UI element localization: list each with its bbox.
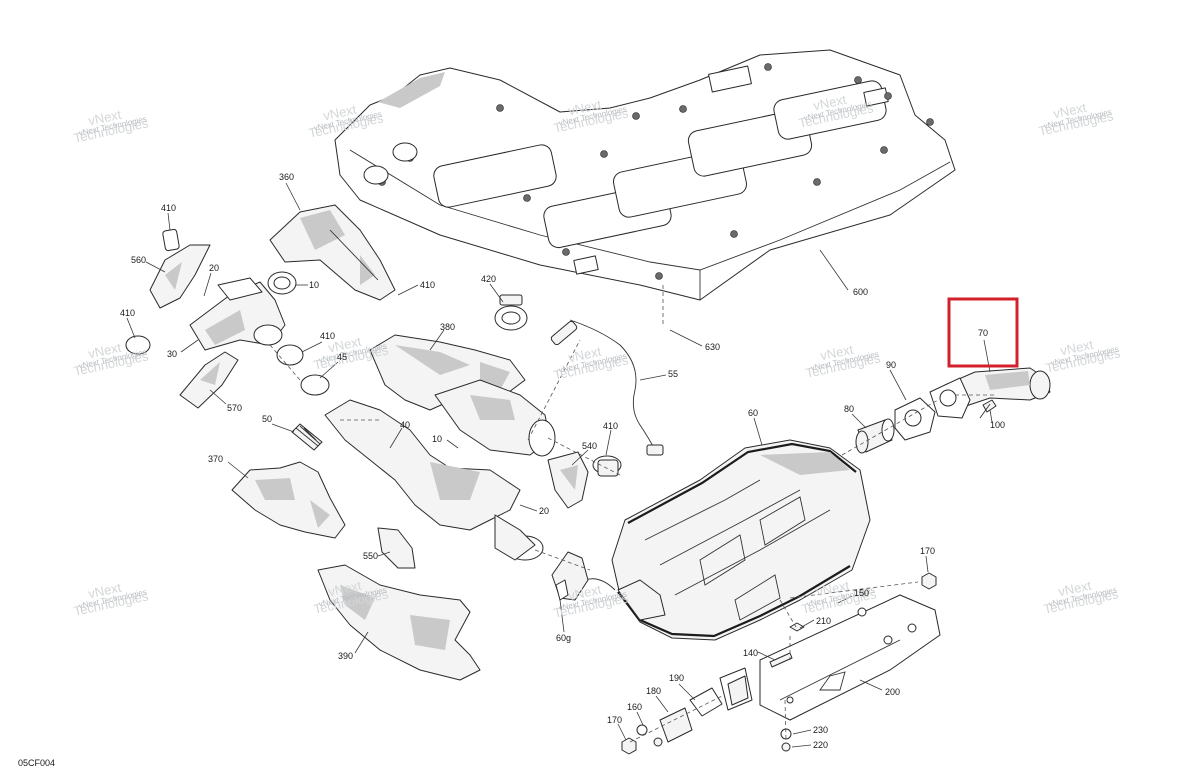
callout-label[interactable]: 60 [748, 408, 758, 418]
svg-text:vNext: vNext [567, 97, 603, 119]
callout-label[interactable]: 100 [990, 420, 1005, 430]
clamp-410-mid[interactable] [276, 344, 330, 396]
figure-code: 05CF004 [18, 758, 55, 768]
highlight-box-70[interactable] [947, 297, 1019, 368]
gasket-ring-10[interactable] [267, 271, 297, 295]
svg-text:vNext: vNext [87, 340, 123, 362]
callout-label[interactable]: 560 [131, 255, 146, 265]
callout-label[interactable]: 570 [227, 403, 242, 413]
svg-text:vNext: vNext [567, 344, 603, 366]
heat-shield-570[interactable] [179, 351, 239, 409]
callout-label[interactable]: 55 [668, 369, 678, 379]
heat-shield-370[interactable] [231, 461, 346, 539]
callout-label[interactable]: 10 [432, 434, 442, 444]
watermark: vNext Technologies vNext Technologies [72, 580, 150, 619]
callout-label[interactable]: 190 [669, 673, 684, 683]
callout-label[interactable]: 630 [705, 342, 720, 352]
svg-text:vNext: vNext [567, 582, 603, 604]
spring-50[interactable] [291, 423, 323, 451]
callout-label[interactable]: 45 [337, 352, 347, 362]
heat-shield-550[interactable] [377, 527, 416, 569]
callout-label[interactable]: 600 [853, 287, 868, 297]
callout-label[interactable]: 20 [209, 263, 219, 273]
svg-text:vNext: vNext [327, 578, 363, 600]
clamp-410-right[interactable] [592, 455, 622, 477]
callout-label[interactable]: 60g [556, 633, 571, 643]
bolt-100[interactable] [979, 399, 997, 419]
callout-label[interactable]: 420 [481, 274, 496, 284]
watermark: vNext Technologies vNext Technologies [552, 344, 630, 383]
assembly-lines [269, 285, 995, 743]
callout-label[interactable]: 160 [627, 702, 642, 712]
tailpipe[interactable] [929, 367, 1051, 419]
svg-text:vNext: vNext [812, 92, 848, 114]
leader-lines [126, 182, 993, 748]
callout-label[interactable]: 140 [743, 648, 758, 658]
callout-label[interactable]: 80 [844, 404, 854, 414]
gasket[interactable] [894, 397, 936, 441]
callout-label[interactable]: 380 [440, 322, 455, 332]
callout-label[interactable]: 50 [262, 414, 272, 424]
muffler-bracket[interactable] [719, 594, 941, 721]
callout-label[interactable]: 410 [320, 331, 335, 341]
muffler[interactable] [584, 439, 871, 641]
callout-label[interactable]: 220 [813, 740, 828, 750]
exhaust-manifold-30[interactable] [189, 277, 286, 351]
callout-label[interactable]: 550 [363, 551, 378, 561]
watermark: vNext Technologies vNext Technologies [1042, 578, 1120, 617]
callout-label[interactable]: 20 [539, 506, 549, 516]
callout-label[interactable]: 30 [167, 349, 177, 359]
svg-text:vNext: vNext [1052, 100, 1088, 122]
callout-label[interactable]: 200 [885, 687, 900, 697]
watermark: vNext Technologies vNext Technologies [72, 107, 150, 146]
svg-text:vNext: vNext [87, 580, 123, 602]
callout-labels: 360 410 560 20 10 410 410 30 410 45 570 … [120, 172, 1005, 750]
callout-label[interactable]: 150 [854, 588, 869, 598]
callout-label[interactable]: 10 [309, 280, 319, 290]
watermark: vNext Technologies vNext Technologies [307, 102, 385, 141]
watermark: vNext Technologies vNext Technologies [1044, 337, 1122, 376]
svg-text:vNext: vNext [322, 102, 358, 124]
heat-shield-540[interactable] [547, 451, 589, 509]
catalytic-section-380[interactable] [434, 379, 556, 457]
heat-shield-560[interactable] [149, 244, 211, 309]
callout-label[interactable]: 230 [813, 725, 828, 735]
oxygen-sensor-55[interactable] [550, 319, 664, 456]
callout-label[interactable]: 180 [646, 686, 661, 696]
svg-text:vNext: vNext [1057, 578, 1093, 600]
clamp-410-left[interactable] [125, 335, 151, 355]
svg-text:vNext: vNext [327, 334, 363, 356]
clamp-410-top[interactable] [162, 228, 180, 252]
callout-label[interactable]: 390 [338, 651, 353, 661]
callout-label[interactable]: 410 [161, 203, 176, 213]
clamp-420[interactable] [494, 294, 528, 331]
callout-label[interactable]: 540 [582, 441, 597, 451]
watermark: vNext Technologies vNext Technologies [1037, 100, 1115, 139]
callout-label[interactable]: 410 [603, 421, 618, 431]
callout-label[interactable]: 410 [120, 308, 135, 318]
heat-shield-390[interactable] [317, 564, 481, 681]
hardware-group [621, 572, 937, 755]
callout-label[interactable]: 170 [920, 546, 935, 556]
exhaust-pipe-40[interactable] [324, 399, 544, 561]
watermark: vNext Technologies vNext Technologies [552, 97, 630, 136]
skid-plate[interactable] [334, 49, 956, 301]
callout-label[interactable]: 90 [886, 360, 896, 370]
svg-text:vNext: vNext [819, 342, 855, 364]
svg-text:vNext: vNext [87, 107, 123, 129]
svg-text:vNext: vNext [815, 578, 851, 600]
callout-label[interactable]: 410 [420, 280, 435, 290]
watermark: vNext Technologies vNext Technologies [804, 342, 882, 381]
svg-text:vNext: vNext [1059, 337, 1095, 359]
heat-shield-360[interactable] [269, 204, 396, 301]
callout-label[interactable]: 210 [816, 616, 831, 626]
callout-label[interactable]: 70 [978, 328, 988, 338]
callout-label[interactable]: 40 [400, 420, 410, 430]
callout-label[interactable]: 170 [607, 715, 622, 725]
callout-label[interactable]: 360 [279, 172, 294, 182]
clamp-60g[interactable] [551, 551, 589, 601]
callout-label[interactable]: 370 [208, 454, 223, 464]
